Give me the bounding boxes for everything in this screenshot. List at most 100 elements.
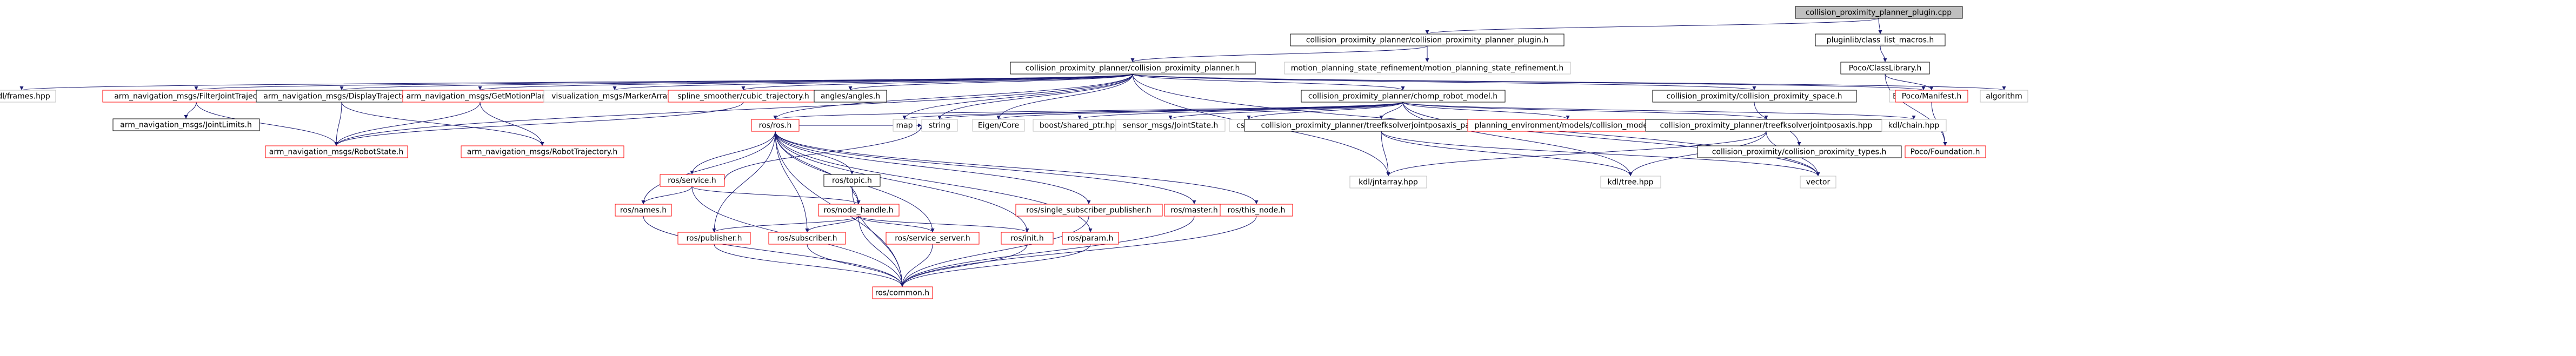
node-pluginlib[interactable]: pluginlib/class_list_macros.h (1815, 33, 1946, 46)
edge-chomp-to-cstdlib (1247, 102, 1403, 120)
edge-nodehandle-to-subscriber (805, 216, 859, 233)
node-label: arm_navigation_msgs/GetMotionPlan.h (407, 92, 554, 101)
node-label: ros/common.h (875, 289, 929, 298)
node-label: collision_proximity_planner/treefksolver… (1261, 122, 1502, 130)
node-rosros[interactable]: ros/ros.h (751, 119, 800, 132)
edge-nodehandle-to-rosinit (858, 216, 1029, 233)
edge-filterjt-to-jointlimits (184, 102, 197, 119)
edge-filterjt-to-robotstate (196, 102, 338, 146)
edge-cpp_planner-to-filterjt (195, 73, 1133, 91)
edge-subscriber-to-roscommon (807, 244, 904, 287)
edge-rosros-to-rostopic (775, 131, 854, 175)
node-tfpartial[interactable]: collision_proximity_planner/treefksolver… (1244, 119, 1519, 132)
node-spline[interactable]: spline_smoother/cubic_trajectory.h (668, 90, 819, 103)
node-box (1062, 232, 1119, 245)
node-poco-manifest[interactable]: Poco/Manifest.h (1895, 90, 1968, 103)
node-label: algorithm (1986, 92, 2022, 101)
node-cps-space[interactable]: collision_proximity/collision_proximity_… (1652, 90, 1857, 103)
node-box (1015, 204, 1163, 217)
node-tfaxis[interactable]: collision_proximity_planner/treefksolver… (1645, 119, 1887, 132)
node-publisher[interactable]: ros/publisher.h (677, 232, 751, 245)
edge-spline-to-robotstate (334, 102, 744, 146)
node-label: arm_navigation_msgs/JointLimits.h (120, 121, 252, 130)
node-roscommon[interactable]: ros/common.h (872, 286, 933, 299)
node-filterjt[interactable]: arm_navigation_msgs/FilterJointTrajector… (102, 90, 291, 103)
edge-root-to-pluginlib (1878, 18, 1882, 35)
node-cpp-planner[interactable]: collision_proximity_planner/collision_pr… (1010, 62, 1256, 75)
node-nodehandle[interactable]: ros/node_handle.h (818, 204, 900, 217)
node-label: ros/names.h (620, 206, 667, 215)
node-label: ros/single_subscriber_publisher.h (1026, 206, 1151, 215)
node-cpp-plugin[interactable]: collision_proximity_planner/collision_pr… (1290, 33, 1565, 46)
node-label: collision_proximity_planner/chomp_robot_… (1308, 92, 1497, 101)
node-label: boost/shared_ptr.hpp (1040, 122, 1120, 130)
node-poco-classlib[interactable]: Poco/ClassLibrary.h (1840, 62, 1930, 75)
node-label: arm_navigation_msgs/RobotState.h (269, 148, 403, 157)
edge-rosnames-to-roscommon (643, 216, 904, 287)
edge-tfaxis-to-kdljntarray (1386, 131, 1767, 177)
node-box (921, 119, 958, 132)
node-box (660, 174, 725, 187)
edge-rosros-to-rosservice (690, 131, 776, 175)
edge-cpp_planner-to-displaytraj (340, 73, 1133, 91)
node-box (872, 286, 933, 299)
node-poco-foundation[interactable]: Poco/Foundation.h (1905, 145, 1986, 158)
node-label: map (896, 122, 913, 130)
edge-chomp-to-rosros (774, 102, 1403, 120)
node-box (1115, 119, 1226, 132)
node-sharedptr: boost/shared_ptr.hpp (1033, 119, 1127, 132)
edge-singlesub-to-roscommon (900, 216, 1089, 287)
node-angles[interactable]: angles/angles.h (814, 90, 887, 103)
node-rosinit[interactable]: ros/init.h (1001, 232, 1054, 245)
edge-tfpartial-to-kdltree (1381, 131, 1633, 177)
node-box (1905, 145, 1986, 158)
edge-cpp_planner-to-robotstate (334, 73, 1133, 146)
node-box (1290, 33, 1565, 46)
node-label: ros/topic.h (832, 177, 872, 185)
node-cps-types[interactable]: collision_proximity/collision_proximity_… (1697, 145, 1902, 158)
edge-chomp-to-tfaxis (1402, 102, 1768, 120)
edge-chomp-to-vector (1402, 102, 1820, 177)
edge-cpp_planner-to-getmotionplan (478, 73, 1133, 91)
node-jointlimits[interactable]: arm_navigation_msgs/JointLimits.h (112, 118, 260, 131)
node-vector: vector (1800, 176, 1836, 189)
node-box (1652, 90, 1857, 103)
node-kdltree: kdl/tree.hpp (1600, 176, 1661, 189)
node-label: collision_proximity_planner/collision_pr… (1026, 64, 1240, 73)
edge-rosservice-to-string (724, 125, 924, 181)
node-rostopic[interactable]: ros/topic.h (823, 174, 881, 187)
node-root[interactable]: collision_proximity_planner_plugin.cpp (1795, 6, 1963, 19)
node-rosservice[interactable]: ros/service.h (660, 174, 725, 187)
edge-serviceserver-to-roscommon (900, 244, 933, 287)
node-robotstate[interactable]: arm_navigation_msgs/RobotState.h (265, 145, 408, 158)
edge-getmotionplan-to-robottraj (480, 102, 544, 146)
node-chomp[interactable]: collision_proximity_planner/chomp_robot_… (1301, 90, 1506, 103)
node-getmotionplan[interactable]: arm_navigation_msgs/GetMotionPlan.h (402, 90, 558, 103)
node-box (677, 232, 751, 245)
node-planenv[interactable]: planning_environment/models/collision_mo… (1467, 119, 1668, 132)
node-rosnames[interactable]: ros/names.h (615, 204, 672, 217)
node-singlesub[interactable]: ros/single_subscriber_publisher.h (1015, 204, 1163, 217)
node-label: ros/subscriber.h (777, 234, 837, 243)
node-subscriber[interactable]: ros/subscriber.h (768, 232, 846, 245)
node-robottraj[interactable]: arm_navigation_msgs/RobotTrajectory.h (461, 145, 624, 158)
node-box (1220, 204, 1293, 217)
node-label: kdl/tree.hpp (1608, 178, 1654, 187)
edge-cpp_planner-to-eigen_geo (1132, 73, 1925, 91)
node-label: ros/param.h (1068, 234, 1114, 243)
node-rosmaster[interactable]: ros/master.h (1164, 204, 1225, 217)
node-displaytraj[interactable]: arm_navigation_msgs/DisplayTrajectory.h (256, 90, 428, 103)
edge-rostopic-to-roscommon (851, 186, 904, 287)
node-box (1010, 62, 1256, 75)
edge-chomp-to-kdltree (1402, 102, 1633, 177)
node-serviceserver[interactable]: ros/service_server.h (886, 232, 980, 245)
node-thisnode[interactable]: ros/this_node.h (1220, 204, 1293, 217)
node-box (1349, 176, 1427, 189)
edge-chomp-to-sharedptr (1077, 102, 1403, 120)
node-box (1815, 33, 1946, 46)
node-rosparam[interactable]: ros/param.h (1062, 232, 1119, 245)
edge-poco_classlib-to-poco_foundation (1885, 73, 1947, 146)
node-kdljntarray: kdl/jntarray.hpp (1349, 176, 1427, 189)
node-eigencore: Eigen/Core (972, 119, 1025, 132)
node-box (112, 118, 260, 131)
